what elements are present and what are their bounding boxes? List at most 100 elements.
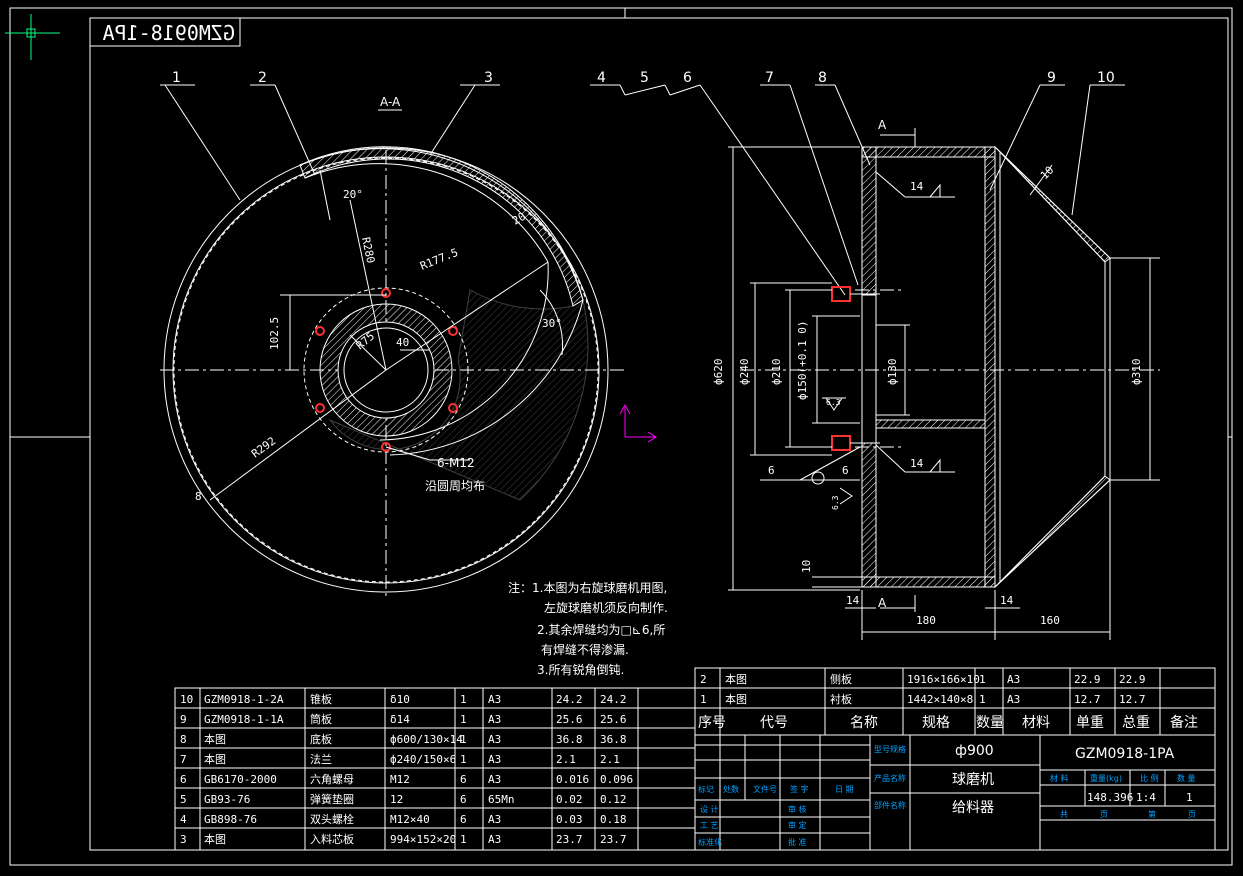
bom-right-cell: A3 [1007, 673, 1020, 686]
dim-r177: R177.5 [418, 246, 460, 273]
rev-h-1: 处数 [723, 784, 739, 794]
bom-left-cell: 底板 [310, 732, 332, 746]
bom-left-cell: 994×152×20 [390, 833, 456, 846]
dim-14-bl: 14 [846, 594, 860, 607]
sheet-unit: 页 [1188, 810, 1196, 819]
dim-d210: ф210 [770, 359, 783, 386]
sheets-label: 共 [1060, 810, 1068, 819]
weight-label: 重量(kg) [1090, 773, 1122, 783]
dim-r292: R292 [249, 434, 278, 460]
bom-left-cell: A3 [488, 753, 501, 766]
bom-header: 数量 [976, 715, 1004, 731]
rough-6-3-a: 6.3 [826, 398, 841, 407]
weld-6-right: 6 [842, 464, 849, 477]
bom-right-cell: 2 [700, 673, 707, 686]
bom-left-cell: 1 [460, 833, 467, 846]
scale-label: 比 例 [1140, 773, 1159, 783]
hole-note-1: 6-M12 [437, 456, 475, 470]
bom-left-cell: A3 [488, 773, 501, 786]
sheet-label: 第 [1148, 809, 1156, 819]
title-block-grid [694, 734, 1216, 851]
role2-1: 审 定 [788, 820, 807, 830]
qty-value: 1 [1186, 791, 1193, 804]
bom-left-cell: 4 [180, 813, 187, 826]
bom-header: 名称 [850, 715, 878, 731]
dim-160: 160 [1040, 614, 1060, 627]
bom-left-cell: 0.18 [600, 813, 627, 826]
bom-left-cell: 25.6 [600, 713, 627, 726]
bom-left-cell: 本图 [204, 832, 226, 846]
bom-left-cell: A3 [488, 713, 501, 726]
bom-left-cell: 6 [460, 793, 467, 806]
weld-6-left: 6 [768, 464, 775, 477]
hole-note-2: 沿圆周均布 [425, 479, 485, 493]
bom-left-cell: 36.8 [556, 733, 583, 746]
bom-left-cell: 3 [180, 833, 187, 846]
dim-d150: ф150(+0.1 0) [796, 321, 809, 400]
bom-left-cell: 2.1 [556, 753, 576, 766]
bom-header: 单重 [1076, 715, 1104, 731]
balloon-4: 4 [597, 70, 606, 86]
balloon-9: 9 [1047, 70, 1056, 86]
bom-header: 代号 [760, 715, 788, 731]
bom-left-cell: A3 [488, 733, 501, 746]
bom-header: 序号 [698, 715, 726, 731]
bom-left-cell: 0.12 [600, 793, 627, 806]
bom-right-cell: 本图 [725, 672, 747, 686]
rough-6-3-b: 6.3 [831, 495, 840, 510]
title-block-text: 型号规格 产品名称 部件名称 ф900 球磨机 给料器 GZM0918-1PA … [698, 743, 1196, 847]
spec-value: ф900 [955, 743, 994, 759]
bom-right-cell: 1 [979, 673, 986, 686]
bom-left-cell: GB6170-2000 [204, 773, 277, 786]
bom-left-cell: 36.8 [600, 733, 627, 746]
note-1: 注：1.本图为右旋球磨机用图, [508, 580, 667, 595]
dim-r280: R280 [359, 236, 377, 265]
bom-left-cell: 7 [180, 753, 187, 766]
bom-left-cell: 法兰 [310, 752, 332, 766]
bom-left-cell: M12×40 [390, 813, 430, 826]
bom-left-cell: 1 [460, 693, 467, 706]
stamp-text: GZM0918-1PA [103, 21, 235, 45]
note-4: 有焊缝不得渗漏. [541, 642, 629, 657]
note-3: 2.其余焊缝均为□⊾6,所 [537, 622, 665, 637]
bom-left-cell: 0.016 [556, 773, 589, 786]
dim-d310: ф310 [1130, 359, 1143, 386]
bom-left-grid [174, 687, 696, 851]
dim-102: 102.5 [268, 317, 281, 350]
bom-left-cell: δ14 [390, 713, 410, 726]
front-view [160, 84, 625, 600]
rev-h-3: 签 字 [790, 784, 809, 794]
role2-2: 批 准 [788, 837, 807, 847]
bom-right-cell: 12.7 [1074, 693, 1101, 706]
bom-left-cell: 锥板 [310, 692, 332, 706]
cursor-crosshair [5, 14, 60, 60]
bom-left-cell: 24.2 [600, 693, 627, 706]
bom-right-cell: 本图 [725, 692, 747, 706]
bom-left-cell: 5 [180, 793, 187, 806]
bom-left-cell: 23.7 [600, 833, 627, 846]
role2-0: 审 核 [788, 804, 807, 814]
bom-left-cell: 0.096 [600, 773, 633, 786]
bom-header: 总重 [1122, 715, 1150, 731]
balloon-10: 10 [1097, 70, 1115, 86]
drawing-number: GZM0918-1PA [1075, 746, 1175, 762]
dim-20: 20 [510, 210, 528, 228]
side-view [590, 84, 1160, 640]
dim-8: 8 [195, 490, 202, 503]
bom-left-cell: 6 [460, 773, 467, 786]
section-mark-top: A [878, 118, 887, 132]
balloon-6: 6 [683, 70, 692, 86]
role-0: 设 计 [700, 804, 719, 814]
type-label: 型号规格 [874, 744, 906, 754]
product-value: 球磨机 [952, 772, 994, 788]
bom-left-cell: M12 [390, 773, 410, 786]
dim-20deg: 20° [343, 188, 363, 201]
bom-left-cell: 六角螺母 [310, 773, 354, 786]
rev-h-4: 日 期 [835, 785, 854, 794]
bom-header: 规格 [922, 715, 950, 731]
bom-header: 材料 [1022, 715, 1050, 731]
scale-value: 1:4 [1136, 791, 1156, 804]
bom-left-cell: 10 [180, 693, 193, 706]
